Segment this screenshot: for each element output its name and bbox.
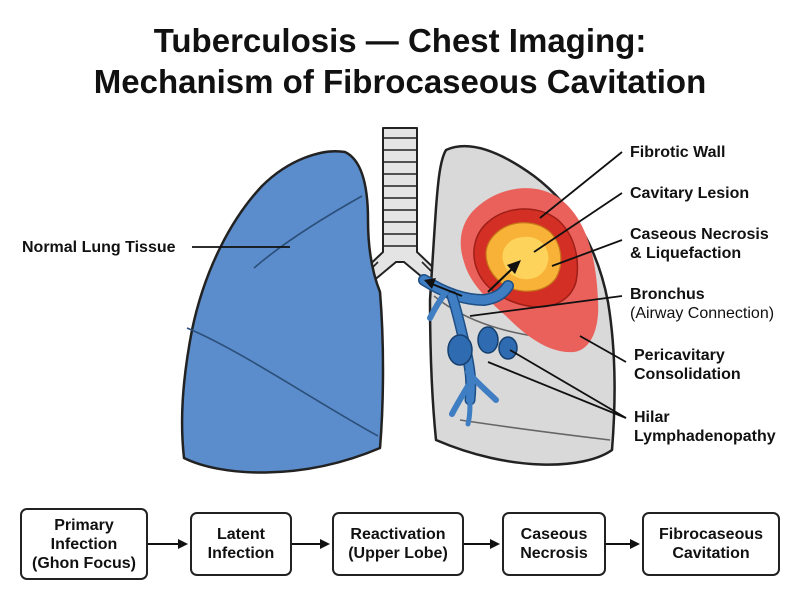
label-bronchus-sub: (Airway Connection)	[630, 305, 775, 322]
flow-arrows	[148, 539, 640, 549]
flow-step-primary-infection: Primary Infection (Ghon Focus)	[20, 508, 148, 580]
leader-hilar-2	[487, 361, 627, 419]
label-normal-lung: Normal Lung Tissue	[22, 239, 176, 256]
leader-caseous-necrosis	[551, 239, 623, 267]
label-caseous-necrosis: Caseous Necrosis & Liquefaction	[630, 226, 769, 262]
flow-step-reactivation: Reactivation (Upper Lobe)	[332, 512, 464, 576]
hilar-lymph-nodes	[447, 326, 518, 366]
leader-cavitary-lesion	[533, 192, 623, 253]
airway-arrow	[424, 260, 521, 297]
label-hilar: Hilar Lymphadenopathy	[634, 409, 776, 445]
leader-pericavitary	[579, 335, 627, 363]
page-title: Tuberculosis — Chest Imaging: Mechanism …	[0, 20, 800, 102]
title-line-1: Tuberculosis — Chest Imaging:	[153, 22, 647, 59]
normal-lung	[180, 150, 385, 474]
leader-fibrotic-wall	[539, 151, 623, 219]
flow-step-caseous-necrosis: Caseous Necrosis	[502, 512, 606, 576]
flow-step-fibrocaseous-cavitation: Fibrocaseous Cavitation	[642, 512, 780, 576]
label-fibrotic-wall: Fibrotic Wall	[630, 144, 726, 161]
title-line-2: Mechanism of Fibrocaseous Cavitation	[93, 63, 707, 100]
leader-hilar-1	[509, 349, 627, 419]
trachea	[361, 127, 439, 283]
leader-bronchus	[469, 295, 623, 317]
label-cavitary-lesion: Cavitary Lesion	[630, 185, 750, 202]
flow-step-latent-infection: Latent Infection	[190, 512, 292, 576]
label-pericavitary: Pericavitary Consolidation	[634, 347, 741, 383]
label-bronchus: Bronchus (Airway Connection)	[630, 286, 775, 322]
